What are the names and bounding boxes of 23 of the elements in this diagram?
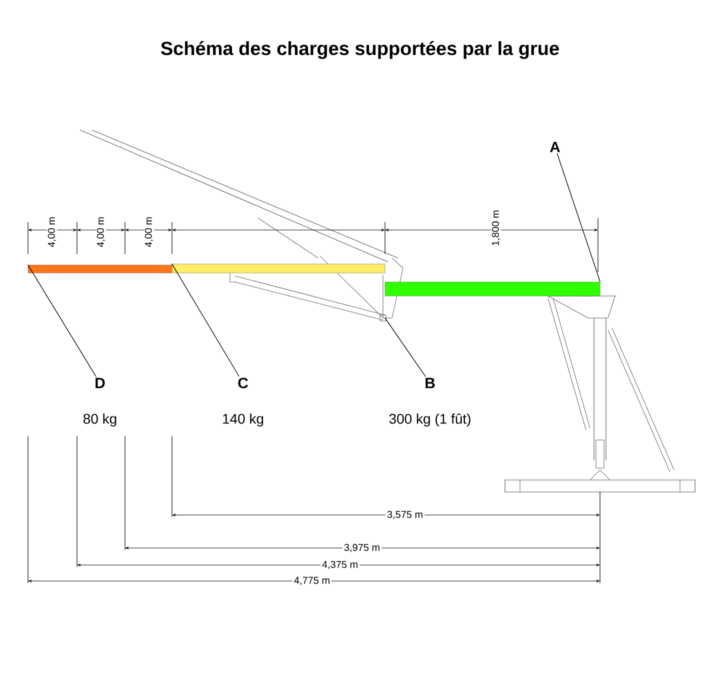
dimension-label: 3,975 m	[342, 542, 382, 554]
dimension-label: 4,00 m	[96, 216, 106, 248]
boom-section	[28, 264, 172, 274]
dimension-label: 1,800 m	[490, 208, 502, 248]
point-letter: A	[550, 142, 560, 152]
leader-line	[28, 264, 96, 377]
load-label: 80 kg	[84, 413, 116, 427]
dimension-label: 4,375 m	[320, 559, 360, 571]
dimension-label: 4,775 m	[292, 575, 332, 587]
dimension-label: 4,00 m	[46, 216, 58, 248]
load-label: 140 kg	[223, 413, 264, 427]
leader-line	[172, 264, 240, 377]
title: Schéma des charges supportées par la grue	[160, 41, 559, 59]
boom-section	[172, 264, 386, 274]
point-letter: B	[426, 378, 435, 388]
dimension-label: 4,00 m	[144, 216, 154, 248]
boom-section	[384, 282, 600, 296]
point-letter: D	[96, 378, 105, 388]
point-letter: C	[238, 378, 248, 388]
load-label: 300 kg (1 fût)	[389, 413, 470, 427]
dimension-label: 3,575 m	[385, 509, 425, 521]
leader-line	[556, 153, 600, 282]
leader-line	[384, 318, 426, 377]
